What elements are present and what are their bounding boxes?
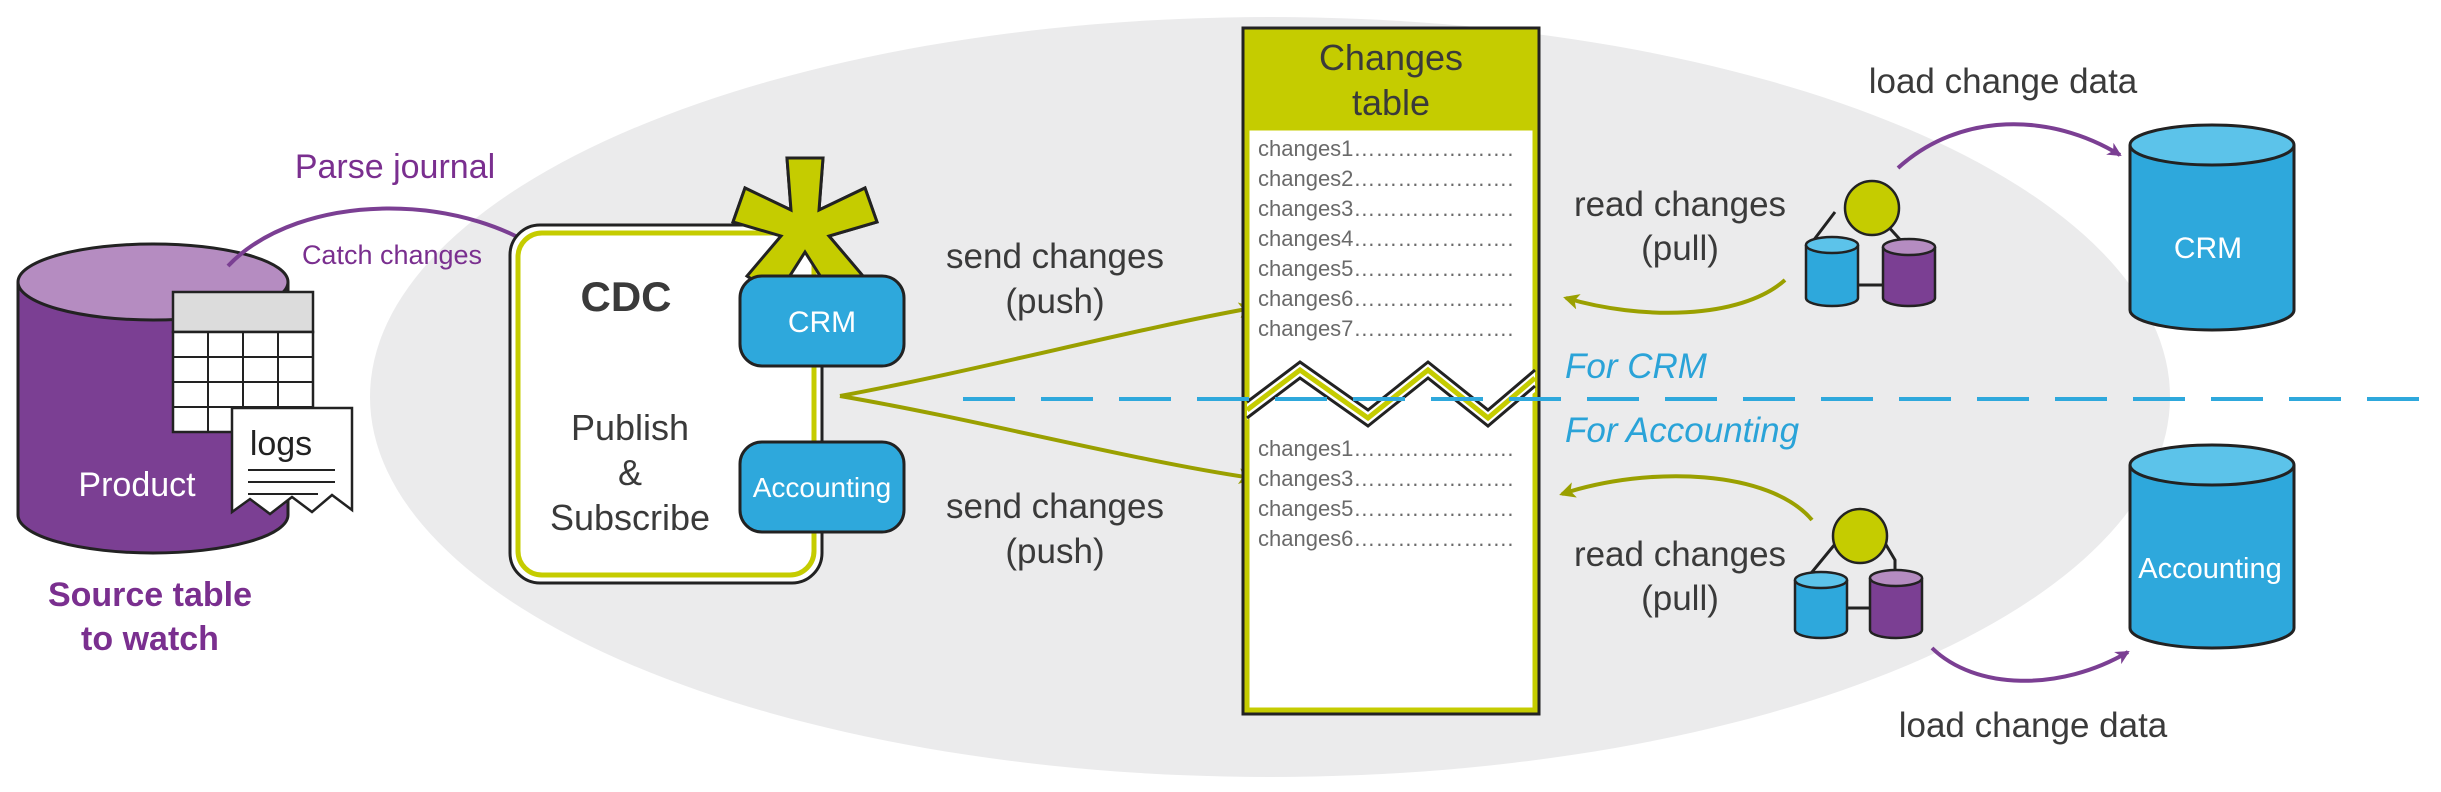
cdc-title: CDC (581, 273, 672, 320)
source-caption-line1: Source table (48, 576, 252, 614)
changes-table-title-line2: table (1352, 82, 1430, 123)
load-top-label: load change data (1869, 62, 2138, 101)
publish-line1: Publish (571, 407, 689, 448)
publish-line2: & (618, 452, 642, 493)
accounting-change-row: changes5…………………. (1258, 496, 1514, 521)
accounting-change-row: changes3…………………. (1258, 466, 1514, 491)
accounting-subscriber-label: Accounting (753, 472, 892, 503)
pull-top-line2: (pull) (1641, 229, 1719, 268)
accounting-subscriber-button[interactable] (738, 440, 906, 534)
crm-agent-icon (1804, 179, 1937, 308)
logs-document-icon (230, 406, 354, 516)
pull-arrow-top (1563, 278, 1787, 315)
changes-table-title-line1: Changes (1319, 37, 1463, 78)
crm-change-row: changes5…………………. (1258, 256, 1514, 281)
load-bottom-label: load change data (1899, 706, 2168, 745)
source-caption-line2: to watch (81, 620, 219, 658)
crm-target-database (2128, 123, 2296, 332)
crm-subscriber-button[interactable] (738, 274, 906, 368)
publish-line3: Subscribe (550, 497, 710, 538)
crm-change-row: changes6…………………. (1258, 286, 1514, 311)
push-top-line1: send changes (946, 237, 1164, 276)
push-arrow-bottom (839, 394, 1255, 485)
pull-bottom-line2: (pull) (1641, 579, 1719, 618)
accounting-target-database (2128, 443, 2296, 650)
accounting-change-row: changes1…………………. (1258, 436, 1514, 461)
crm-target-label: CRM (2174, 232, 2242, 265)
load-arrow-top (1896, 122, 2122, 170)
push-bottom-line2: (push) (1005, 532, 1104, 571)
accounting-agent-icon (1793, 507, 1924, 640)
push-bottom-line1: send changes (946, 487, 1164, 526)
push-arrow-top (839, 302, 1255, 398)
accounting-change-rows: changes1…………………. changes3…………………. change… (1258, 436, 1514, 551)
changes-table (1241, 26, 1541, 716)
crm-change-row: changes2…………………. (1258, 166, 1514, 191)
crm-change-row: changes4…………………. (1258, 226, 1514, 251)
push-top-line2: (push) (1005, 282, 1104, 321)
load-arrow-bottom (1930, 646, 2130, 683)
crm-change-row: changes3…………………. (1258, 196, 1514, 221)
crm-change-row: changes7…………………. (1258, 316, 1514, 341)
catch-changes-label: Catch changes (302, 240, 482, 270)
pull-bottom-line1: read changes (1574, 535, 1786, 574)
pull-top-line1: read changes (1574, 185, 1786, 224)
pull-arrow-bottom (1559, 474, 1814, 522)
crm-change-row: changes1…………………. (1258, 136, 1514, 161)
crm-change-rows: changes1…………………. changes2…………………. change… (1258, 136, 1514, 341)
for-crm-label: For CRM (1565, 347, 1708, 386)
accounting-target-label: Accounting (2138, 553, 2282, 585)
accounting-change-row: changes6…………………. (1258, 526, 1514, 551)
source-database: logs Product (16, 242, 354, 555)
crm-subscriber-label: CRM (788, 306, 856, 339)
product-label: Product (78, 466, 196, 504)
parse-journal-label: Parse journal (295, 148, 495, 186)
for-accounting-label: For Accounting (1565, 411, 1800, 450)
logs-label: logs (250, 425, 312, 463)
